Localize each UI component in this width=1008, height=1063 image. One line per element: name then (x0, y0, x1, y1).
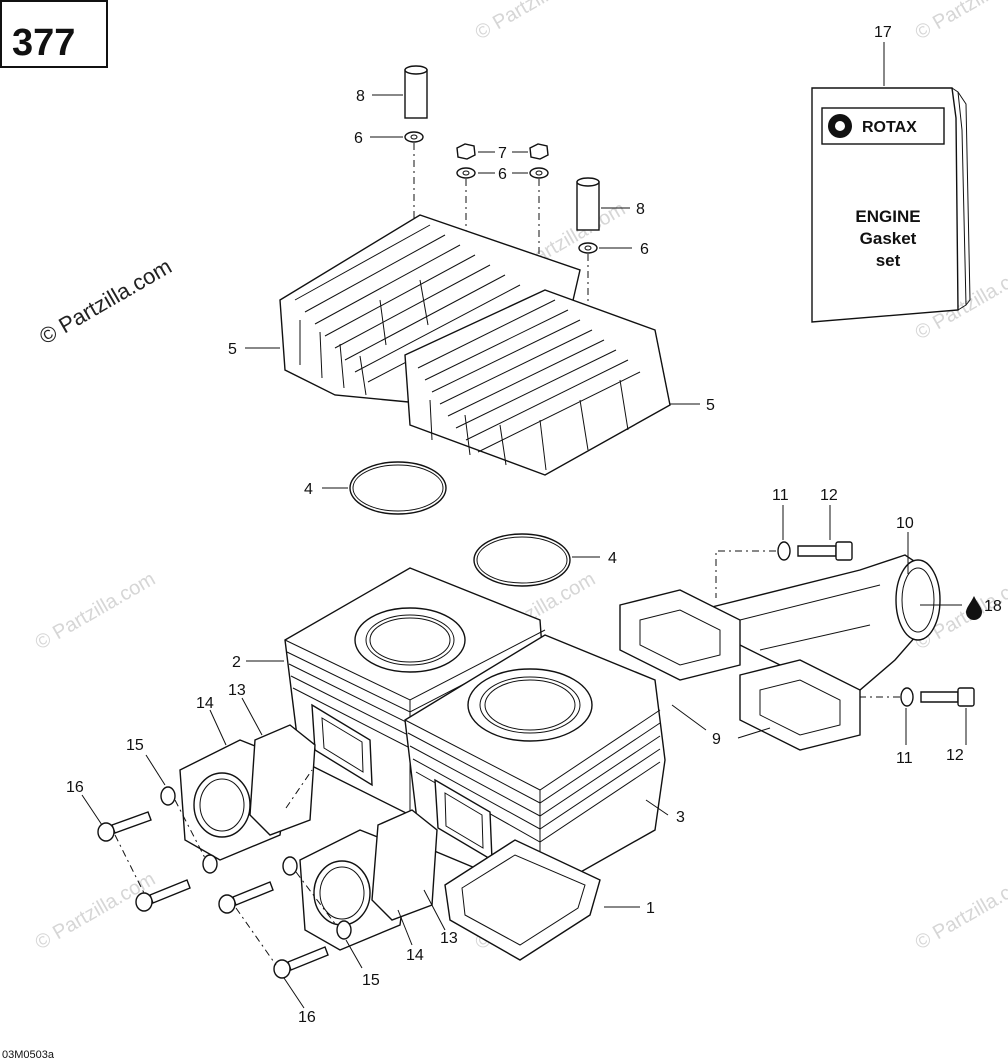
gasket-kit-booklet: ROTAX ENGINE Gasket set (811, 87, 971, 323)
callout-15: 15 (362, 972, 380, 989)
callout-4: 4 (608, 550, 617, 567)
callout-16: 16 (66, 779, 84, 796)
washer-right (578, 242, 598, 254)
bolt-intake-3 (218, 881, 274, 914)
page-number-box: 377 (0, 0, 108, 68)
base-gasket (444, 839, 601, 961)
washer-intake-4 (336, 920, 352, 940)
o-ring-upper (349, 461, 447, 515)
callout-6: 6 (354, 130, 363, 147)
callout-12: 12 (820, 487, 838, 504)
intake-gasket-lower (371, 809, 438, 921)
callout-13: 13 (440, 930, 458, 947)
callout-5: 5 (228, 341, 237, 358)
callout-14: 14 (406, 947, 424, 964)
watermark: © Partzilla.com (32, 868, 160, 954)
reference-code: 03M0503a (2, 1049, 55, 1061)
callout-10: 10 (896, 515, 914, 532)
kit-title-line2: Gasket (860, 229, 917, 248)
callout-11: 11 (772, 487, 789, 504)
exhaust-manifold (698, 554, 941, 691)
washer-manifold-lower (900, 687, 914, 707)
callout-6: 6 (498, 166, 507, 183)
callout-18: 18 (984, 598, 1002, 615)
watermark: © Partzilla.com (472, 0, 600, 44)
callout-17: 17 (874, 24, 892, 41)
callout-15: 15 (126, 737, 144, 754)
bolt-manifold-lower (920, 687, 975, 707)
washer-left (404, 131, 424, 143)
oil-drop-icon (966, 596, 982, 620)
nut-1 (456, 143, 476, 160)
washer-intake-3 (282, 856, 298, 876)
bolt-intake-2 (135, 879, 191, 912)
exhaust-gasket-lower (739, 659, 861, 751)
callout-4: 4 (304, 481, 313, 498)
nut-2 (529, 143, 549, 160)
bolt-intake-1 (97, 811, 152, 842)
callout-13: 13 (228, 682, 246, 699)
washer-manifold-upper (777, 541, 791, 561)
bolt-intake-4 (273, 946, 329, 979)
intake-gasket-upper (249, 724, 316, 836)
bolt-manifold-upper (797, 541, 853, 561)
washer-intake-2 (202, 854, 218, 874)
washer-2 (456, 167, 476, 179)
watermark: © Partzilla.com (912, 0, 1008, 44)
intake-flange-upper (179, 739, 291, 861)
spacer-left (404, 65, 428, 119)
callout-numbers: 8 6 7 6 8 6 5 5 4 4 2 3 1 9 10 18 11 12 … (66, 24, 1002, 1026)
callout-3: 3 (676, 809, 685, 826)
assembly-lines-manifold (715, 550, 900, 698)
gear-icon (828, 114, 852, 138)
callout-7: 7 (498, 145, 507, 162)
callout-8: 8 (636, 201, 645, 218)
callout-9: 9 (712, 731, 721, 748)
washer-3 (529, 167, 549, 179)
brand-label: ROTAX (862, 119, 917, 136)
leader-lines (81, 42, 967, 1009)
callout-12: 12 (946, 747, 964, 764)
washer-intake-1 (160, 786, 176, 806)
callout-1: 1 (646, 900, 655, 917)
callout-11: 11 (896, 750, 913, 767)
exhaust-gasket-upper (619, 589, 741, 681)
callout-2: 2 (232, 654, 241, 671)
kit-title-line3: set (876, 251, 901, 270)
callout-14: 14 (196, 695, 214, 712)
watermark: © Partzilla.com (912, 868, 1008, 954)
kit-title-line1: ENGINE (855, 207, 920, 226)
callout-6: 6 (640, 241, 649, 258)
callout-8: 8 (356, 88, 365, 105)
callout-16: 16 (298, 1009, 316, 1026)
page-number: 377 (12, 22, 75, 64)
watermark: © Partzilla.com (32, 568, 160, 654)
o-ring-lower (473, 533, 571, 587)
cylinder-head-right (404, 289, 671, 476)
watermark-main: © Partzilla.com (35, 254, 176, 350)
cylinder-right (404, 634, 666, 896)
callout-5: 5 (706, 397, 715, 414)
spacer-right (576, 177, 600, 231)
